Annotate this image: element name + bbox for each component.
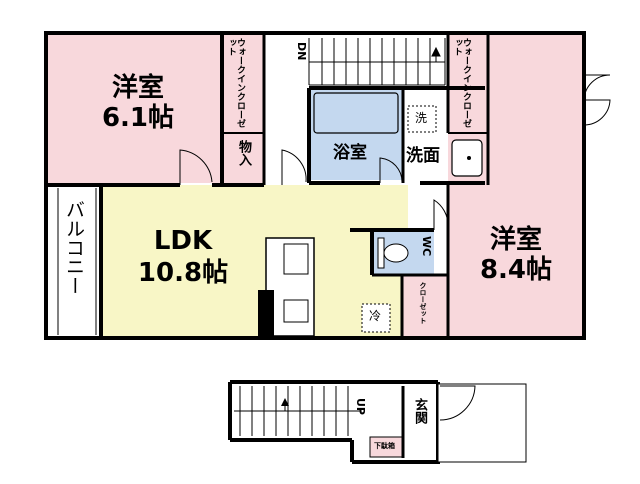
west-room-area (46, 33, 222, 183)
doors (179, 74, 611, 230)
west-room-name: 洋室 (111, 73, 164, 103)
bathtub (313, 92, 399, 134)
kitchen-sink (283, 243, 309, 275)
ldk-name: LDK (153, 226, 213, 256)
west-room-label: 洋室 6.1帖 (88, 75, 188, 131)
shoe-box-label: 下駄箱 (374, 442, 395, 450)
wc-label: WC (420, 236, 433, 257)
ldk-size: 10.8帖 (137, 258, 229, 288)
ldk-label: LDK 10.8帖 (128, 228, 238, 286)
toilet-tank (377, 237, 385, 269)
walk-in-closet-right-overlay (448, 33, 488, 133)
east-room-size: 8.4帖 (479, 255, 553, 285)
washroom-label: 洗面 (406, 146, 440, 166)
toilet-bowl (383, 243, 409, 263)
washer-label: 洗 (415, 111, 428, 125)
bath-label: 浴室 (333, 143, 367, 163)
stairs-down (308, 38, 446, 86)
closet-area (402, 275, 448, 338)
walk-in-closet-right-label: ウォークインクローゼット (452, 38, 471, 128)
basin-drain (467, 156, 471, 160)
storage-label: 物入 (236, 140, 251, 166)
closet-label: クローゼット (419, 282, 427, 324)
kitchen-wall (258, 290, 274, 338)
fridge-label: 冷 (369, 309, 382, 323)
entrance-label: 玄関 (412, 398, 427, 424)
walk-in-closet-left-label: ウォークインクローゼット (226, 38, 245, 128)
east-room-label: 洋室 8.4帖 (466, 227, 566, 283)
east-room-name: 洋室 (489, 225, 542, 255)
storage-area (222, 133, 264, 183)
ldk-area (101, 185, 408, 338)
balcony-area (46, 185, 101, 338)
balcony-label: バルコニー (63, 200, 85, 295)
stairs-down-label: DN (295, 42, 308, 61)
fridge-space (361, 303, 391, 333)
stairs-up-label: UP (354, 398, 367, 415)
balcony-window (57, 188, 97, 335)
lower-floor (228, 380, 527, 464)
kitchen-stove (283, 299, 309, 323)
west-room-size: 6.1帖 (101, 103, 175, 133)
walls (44, 31, 586, 340)
washer-space (407, 105, 437, 133)
hall-area (264, 33, 308, 183)
walk-in-closet-left-area (222, 33, 264, 133)
